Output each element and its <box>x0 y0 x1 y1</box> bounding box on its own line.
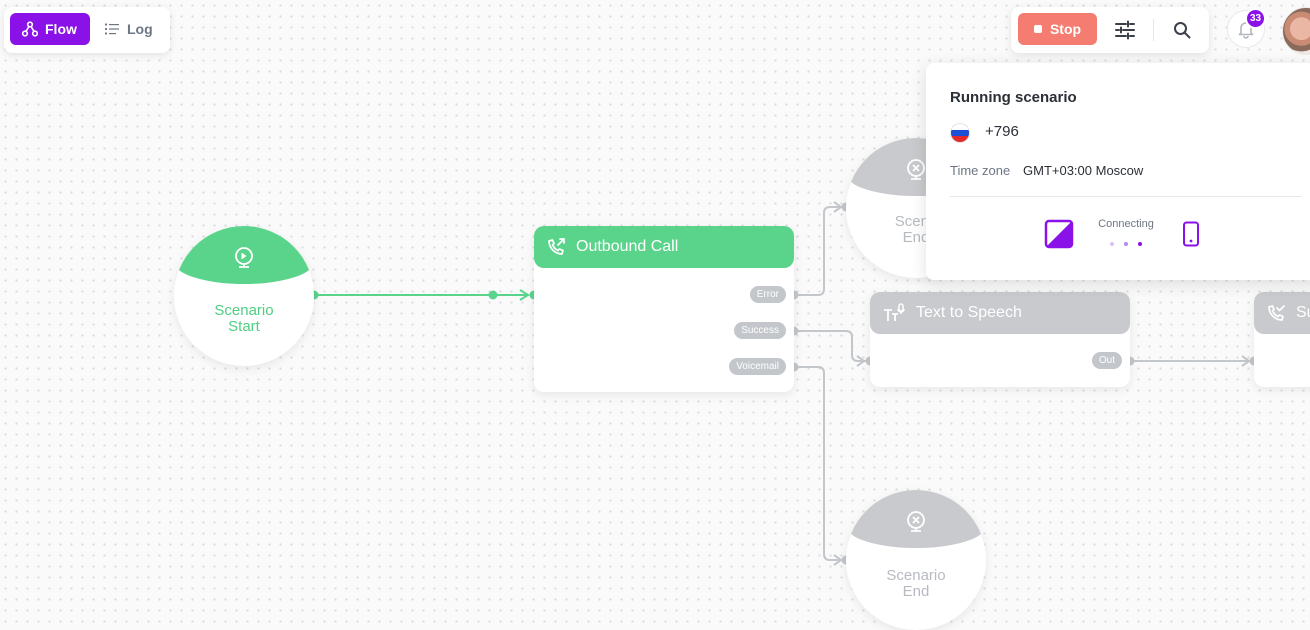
timezone-label: Time zone <box>950 163 1011 178</box>
edge-voicemail-end <box>794 366 846 561</box>
russia-flag-icon <box>950 123 970 143</box>
text-to-speech-node[interactable]: Text to Speech Out <box>870 292 1130 387</box>
outbound-call-header: Outbound Call <box>534 226 794 268</box>
running-scenario-popup: Running scenario +796 Time zone GMT+03:0… <box>926 63 1310 280</box>
port-error[interactable]: Error <box>749 286 786 303</box>
scenario-start-node[interactable]: Scenario Start <box>174 226 314 366</box>
loading-dots <box>1110 242 1150 248</box>
phone-number: +796 <box>985 123 1019 140</box>
edge-error-end <box>794 206 846 296</box>
connection-status: Connecting <box>1098 218 1154 230</box>
next-node[interactable]: Su <box>1254 292 1310 387</box>
popup-title: Running scenario <box>950 89 1077 106</box>
sliders-icon[interactable] <box>1113 18 1137 42</box>
start-node-label: Scenario Start <box>214 302 274 335</box>
text-speech-icon <box>884 303 905 321</box>
stop-button[interactable]: Stop <box>1018 13 1097 45</box>
flow-tab[interactable]: Flow <box>10 13 90 45</box>
phone-check-icon <box>1268 305 1285 321</box>
log-tab[interactable]: Log <box>92 13 166 45</box>
flow-icon <box>22 21 38 37</box>
close-circle-icon <box>907 511 925 532</box>
tts-header: Text to Speech <box>870 292 1130 334</box>
top-toolbar: Stop <box>1011 7 1209 53</box>
popup-divider <box>950 196 1302 197</box>
phone-outgoing-icon <box>548 238 565 255</box>
start-node-header <box>174 226 314 284</box>
stop-icon <box>1033 25 1042 33</box>
mobile-phone-icon <box>1183 221 1199 247</box>
timezone-value: GMT+03:00 Moscow <box>1023 163 1144 178</box>
flow-tab-label: Flow <box>45 21 77 37</box>
port-voicemail[interactable]: Voicemail <box>729 358 786 375</box>
end-node-header <box>846 490 986 548</box>
view-switch: Flow Log <box>4 7 170 53</box>
toolbar-divider <box>1153 19 1154 41</box>
play-icon <box>235 247 253 268</box>
outbound-call-title: Outbound Call <box>576 238 679 255</box>
port-out[interactable]: Out <box>1091 352 1122 369</box>
log-tab-label: Log <box>127 21 153 37</box>
edge-success-tts <box>794 330 870 362</box>
close-circle-icon <box>907 159 925 180</box>
next-node-title: Su <box>1296 304 1310 321</box>
list-icon <box>105 23 119 35</box>
scenario-end-node-bottom[interactable]: Scenario End <box>846 490 986 630</box>
outbound-call-node[interactable]: Outbound Call Error Success Voicemail <box>534 226 794 392</box>
next-node-header: Su <box>1254 292 1310 334</box>
notifications-badge: 33 <box>1245 8 1266 29</box>
port-success[interactable]: Success <box>734 322 786 339</box>
end-node-label: Scenario End <box>886 567 946 600</box>
search-icon[interactable] <box>1170 18 1194 42</box>
tts-title: Text to Speech <box>916 304 1022 321</box>
stop-label: Stop <box>1049 21 1082 37</box>
voximplant-logo-icon <box>1044 219 1074 249</box>
